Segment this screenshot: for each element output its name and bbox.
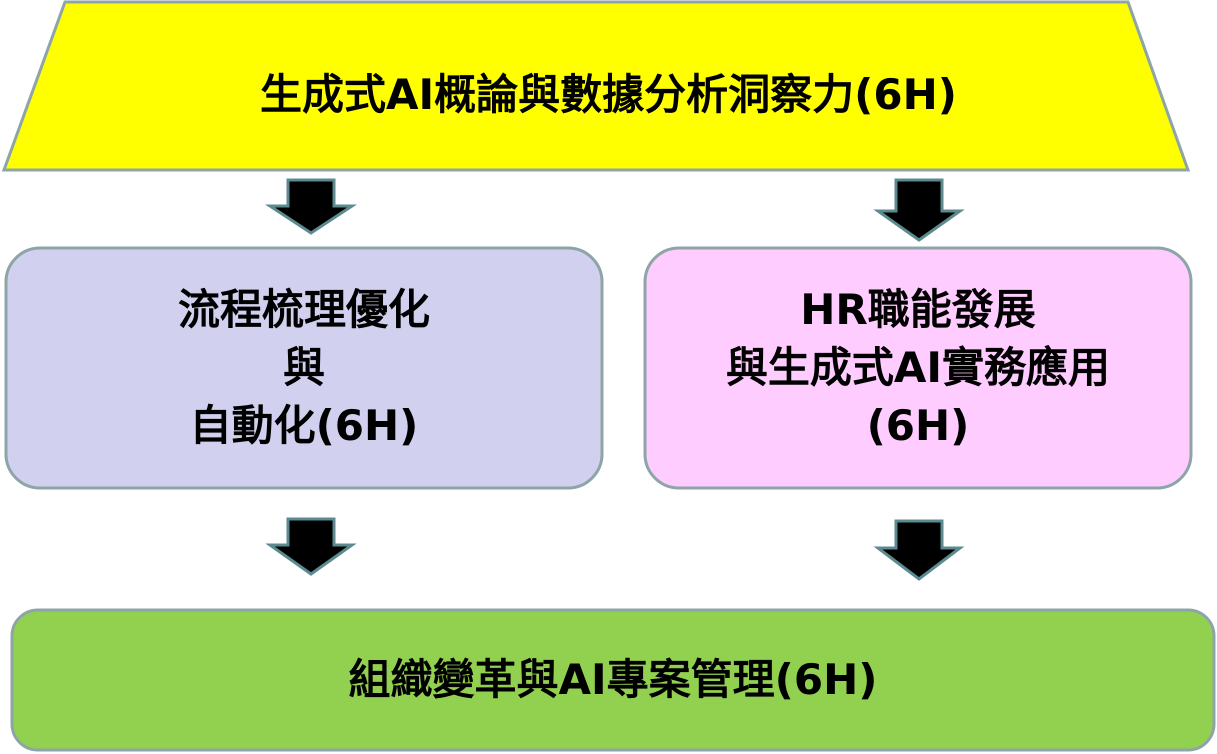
down-arrow-right-lower <box>873 519 965 581</box>
right-node-line-1: HR職能發展 <box>800 285 1036 334</box>
right-node-line-3: (6H) <box>866 401 970 450</box>
top-trapezoid-node <box>1 0 1191 172</box>
down-arrow-left-upper <box>264 178 358 235</box>
bottom-node-label: 組織變革與AI專案管理(6H) <box>14 612 1212 748</box>
left-node-label: 流程梳理優化 與 自動化(6H) <box>6 250 602 486</box>
bottom-node-text: 組織變革與AI專案管理(6H) <box>348 655 878 704</box>
right-node-label: HR職能發展 與生成式AI實務應用 (6H) <box>645 250 1191 486</box>
left-process-node <box>4 246 604 490</box>
right-process-node <box>643 246 1193 490</box>
bottom-outcome-node <box>10 608 1216 752</box>
left-node-line-2: 與 <box>282 343 325 392</box>
down-arrow-right-upper <box>873 178 965 242</box>
left-node-line-1: 流程梳理優化 <box>177 285 430 334</box>
top-node-text: 生成式AI概論與數據分析洞察力(6H) <box>260 70 957 119</box>
left-node-line-3: 自動化(6H) <box>189 401 419 450</box>
down-arrow-left-lower <box>265 517 357 576</box>
top-node-label: 生成式AI概論與數據分析洞察力(6H) <box>60 40 1157 150</box>
right-node-line-2: 與生成式AI實務應用 <box>725 343 1111 392</box>
